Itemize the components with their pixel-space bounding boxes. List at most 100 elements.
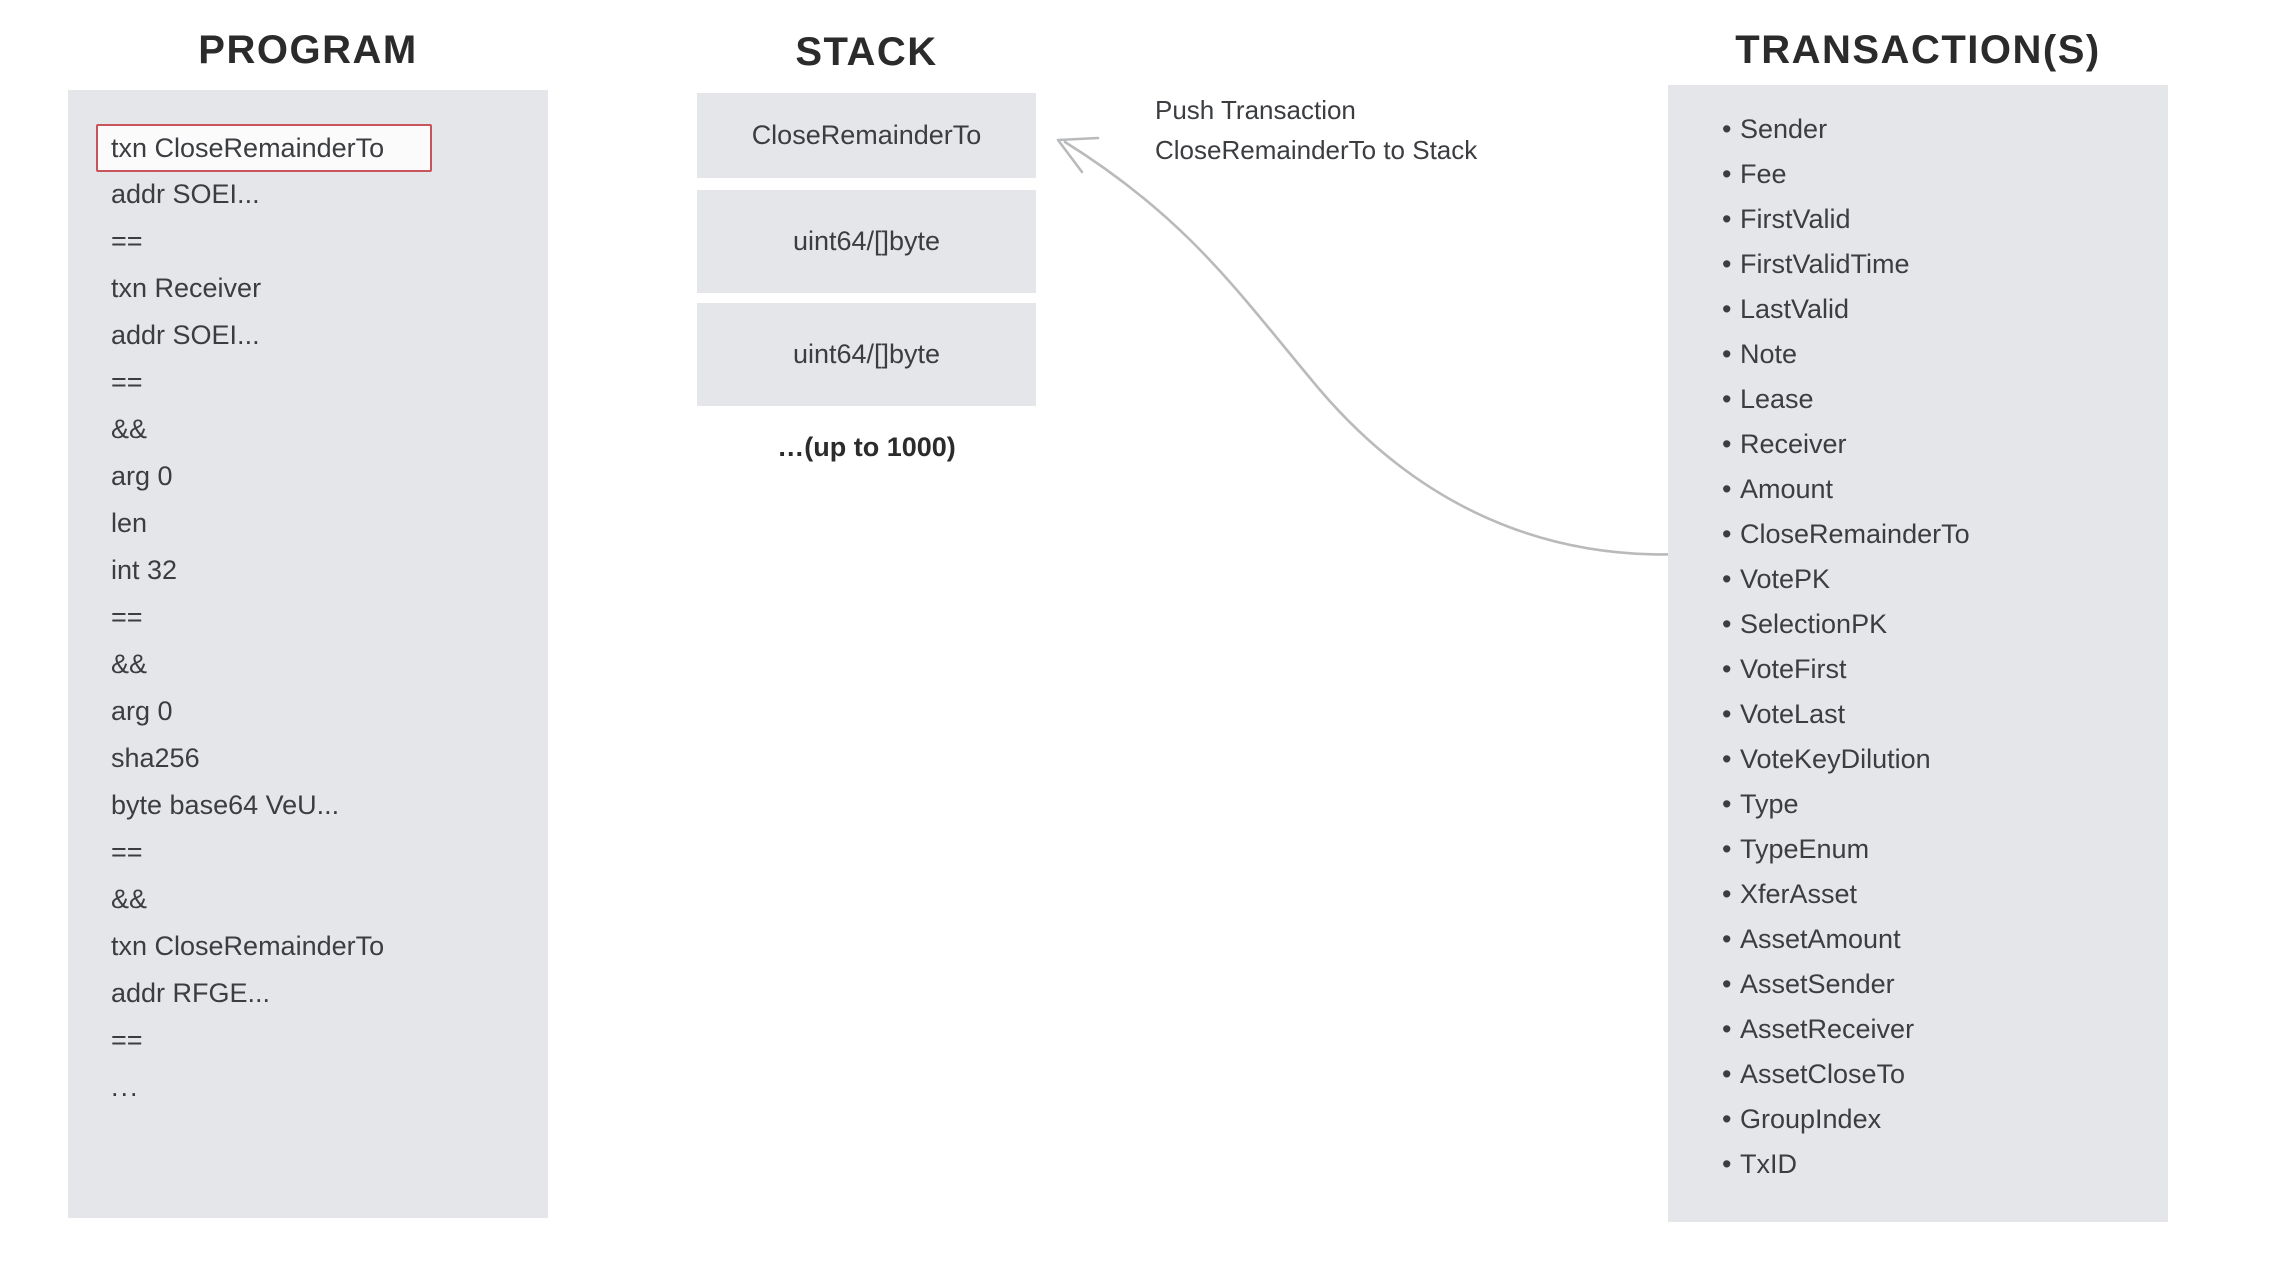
transaction-field-item: •XferAsset [1722, 872, 2160, 917]
transaction-field-item: • GroupIndex [1722, 1097, 2160, 1142]
push-arrow-curve [1063, 140, 1702, 556]
transaction-field-item: •AssetAmount [1722, 917, 2160, 962]
transaction-field-label: AssetReceiver [1740, 1014, 1915, 1044]
bullet-icon: • [1722, 699, 1732, 729]
bullet-icon: • [1722, 114, 1732, 144]
transaction-field-label: XferAsset [1740, 879, 1858, 909]
transaction-field-label: FirstValidTime [1740, 249, 1910, 279]
transaction-field-item: • Receiver [1722, 422, 2160, 467]
transaction-field-item: • FirstValid [1722, 197, 2160, 242]
bullet-icon: • [1722, 1014, 1732, 1044]
program-line: == [111, 837, 143, 867]
stack-slot-top: CloseRemainderTo [697, 93, 1036, 178]
program-column-heading: PROGRAM [198, 28, 418, 72]
push-annotation: Push Transaction CloseRemainderTo to Sta… [1155, 90, 1575, 170]
program-line: ... [111, 1072, 140, 1102]
transaction-field-label: VoteKeyDilution [1740, 744, 1931, 774]
transaction-field-item: •TypeEnum [1722, 827, 2160, 872]
transaction-field-item: • Fee [1722, 152, 2160, 197]
program-line: txn CloseRemainderTo [111, 931, 385, 961]
transaction-field-item: • Note [1722, 332, 2160, 377]
program-line: sha256 [111, 743, 200, 773]
transaction-field-item: • AssetReceiver [1722, 1007, 2160, 1052]
transaction-field-label: Note [1740, 339, 1798, 369]
program-line: txn Receiver [111, 273, 262, 303]
transaction-field-item: • Amount [1722, 467, 2160, 512]
bullet-icon: • [1722, 474, 1732, 504]
transaction-field-list: • Sender • Fee • FirstValid • FirstValidTime • La… [1722, 107, 2160, 1187]
program-line: == [111, 226, 143, 256]
program-line-highlighted: txn CloseRemainderTo [96, 124, 432, 172]
transaction-field-item: • LastValid [1722, 287, 2160, 332]
push-annotation-line-1: Push Transaction [1155, 95, 1356, 125]
program-line: addr RFGE... [111, 978, 271, 1008]
transaction-field-label: SelectionPK [1740, 609, 1888, 639]
push-arrow [1056, 136, 1702, 556]
program-line: == [111, 1025, 143, 1055]
transaction-field-label: Lease [1740, 384, 1814, 414]
bullet-icon: • [1722, 294, 1732, 324]
transaction-field-item: • VoteLast [1722, 692, 2160, 737]
transaction-column-heading: TRANSACTION(S) [1735, 28, 2101, 72]
program-line: int 32 [111, 555, 178, 585]
transaction-field-label: AssetCloseTo [1740, 1059, 1906, 1089]
program-line: == [111, 367, 143, 397]
transaction-field-item: • FirstValidTime [1722, 242, 2160, 287]
program-line: byte base64 VeU... [111, 790, 340, 820]
bullet-icon: • [1722, 519, 1732, 549]
bullet-icon: • [1722, 609, 1732, 639]
transaction-field-label: VoteFirst [1740, 654, 1847, 684]
bullet-icon: • [1722, 204, 1732, 234]
transaction-field-item: • Lease [1722, 377, 2160, 422]
transaction-field-label: FirstValid [1740, 204, 1851, 234]
bullet-icon: • [1722, 429, 1732, 459]
transaction-field-label: Fee [1740, 159, 1787, 189]
bullet-icon: • [1722, 789, 1732, 819]
transaction-field-label: Receiver [1740, 429, 1847, 459]
transaction-field-label: LastValid [1740, 294, 1850, 324]
bullet-icon: • [1722, 159, 1732, 189]
transaction-field-label: CloseRemainderTo [1740, 519, 1970, 549]
transaction-field-item: •TxID [1722, 1142, 2160, 1187]
program-line: arg 0 [111, 461, 173, 491]
transaction-field-item: • VoteFirst [1722, 647, 2160, 692]
transaction-field-label: TxID [1740, 1149, 1797, 1179]
program-line: addr SOEI... [111, 179, 260, 209]
push-annotation-line-2: CloseRemainderTo to Stack [1155, 135, 1478, 165]
transaction-panel: • Sender • Fee • FirstValid • FirstValidTime • La… [1668, 85, 2168, 1222]
program-panel: txn CloseRemainderTo addr SOEI... == txn Re… [68, 90, 548, 1218]
bullet-icon: • [1722, 384, 1732, 414]
bullet-icon: • [1722, 564, 1732, 594]
program-line: len [111, 508, 148, 538]
bullet-icon: • [1722, 1104, 1732, 1134]
program-line: == [111, 602, 143, 632]
transaction-field-item: •AssetSender [1722, 962, 2160, 1007]
bullet-icon: • [1722, 339, 1732, 369]
transaction-field-label: TypeEnum [1740, 834, 1870, 864]
transaction-field-label: VoteLast [1740, 699, 1846, 729]
transaction-field-item: • SelectionPK [1722, 602, 2160, 647]
stack-slot-label: uint64/[]byte [792, 226, 941, 256]
transaction-field-label: AssetSender [1740, 969, 1895, 999]
stack-capacity-note: …(up to 1000) [777, 432, 956, 462]
program-line: && [111, 649, 148, 679]
bullet-icon: • [1722, 249, 1732, 279]
transaction-field-item: • Sender [1722, 107, 2160, 152]
program-line: addr SOEI... [111, 320, 260, 350]
transaction-field-label: Amount [1740, 474, 1834, 504]
transaction-field-label: AssetAmount [1740, 924, 1901, 954]
stack-slot-label: CloseRemainderTo [751, 120, 982, 150]
program-listing: txn CloseRemainderTo addr SOEI... == txn Re… [96, 124, 538, 1111]
bullet-icon: • [1722, 744, 1732, 774]
transaction-field-label: Type [1740, 789, 1799, 819]
program-line: arg 0 [111, 696, 173, 726]
transaction-field-item: • Type [1722, 782, 2160, 827]
stack-slot-third: uint64/[]byte [697, 303, 1036, 406]
transaction-field-label: GroupIndex [1740, 1104, 1882, 1134]
transaction-field-label: Sender [1740, 114, 1828, 144]
transaction-field-item: •AssetCloseTo [1722, 1052, 2160, 1097]
bullet-icon: • [1722, 654, 1732, 684]
transaction-field-item: • VoteKeyDilution [1722, 737, 2160, 782]
stack-slot-label: uint64/[]byte [792, 339, 941, 369]
